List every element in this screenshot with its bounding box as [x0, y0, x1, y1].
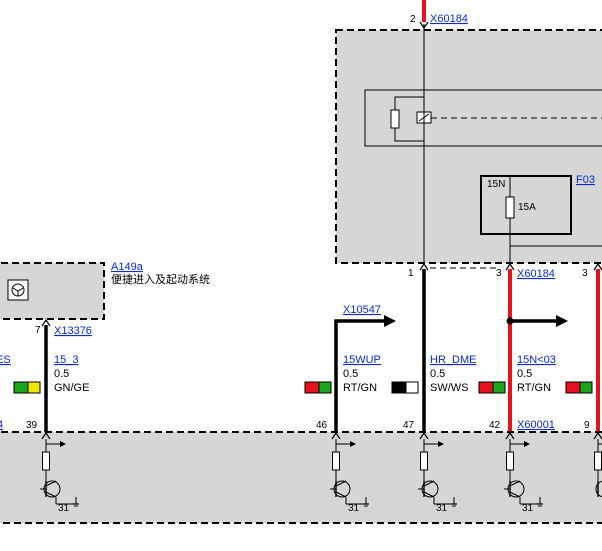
pin-fuse-out-a: 3: [496, 268, 502, 279]
module-icon: [7, 279, 29, 301]
input-circuit-47: 31: [418, 431, 457, 514]
relay-coil: [390, 109, 400, 129]
wire-15wup-color: RT/GN: [343, 382, 377, 394]
wire-15-3-signal[interactable]: 15_3: [54, 354, 78, 366]
wire-15n-03-size: 0.5: [517, 368, 532, 380]
ground-label-42: 31: [522, 503, 534, 514]
pin-bottom-9: 9: [584, 420, 590, 431]
wire-hr-dme-color: SW/WS: [430, 382, 469, 394]
connector-x10547[interactable]: X10547: [343, 304, 381, 316]
control-unit-box: [0, 431, 602, 524]
pin-module-out: 7: [35, 325, 41, 336]
fuse-rating: 15A: [518, 202, 536, 213]
edge-left-pin[interactable]: 4: [0, 419, 3, 431]
wire-15n-03-color: RT/GN: [517, 382, 551, 394]
wire-15n-03-signal[interactable]: 15N<03: [517, 354, 556, 366]
connector-mid-x60184[interactable]: X60184: [517, 268, 555, 280]
pin-top: 2: [410, 14, 416, 25]
fuse-label: 15N: [487, 179, 505, 190]
wire-15wup-signal[interactable]: 15WUP: [343, 354, 381, 366]
fuse-ref-link[interactable]: F03: [576, 174, 595, 186]
ground-label-39: 31: [58, 503, 70, 514]
ground-label-47: 31: [436, 503, 448, 514]
wire-hr-dme-size: 0.5: [430, 368, 445, 380]
module-ref-link[interactable]: A149a: [111, 261, 144, 273]
connector-x60001[interactable]: X60001: [517, 419, 555, 431]
fuse-element: [505, 196, 515, 219]
relay-outline: [364, 89, 602, 147]
connector-top-x60184[interactable]: X60184: [430, 13, 468, 25]
input-circuit-46: 31: [330, 431, 369, 514]
ground-label-46: 31: [348, 503, 360, 514]
input-circuit-39: 31: [40, 431, 79, 514]
wire-15-3-color: GN/GE: [54, 382, 89, 394]
input-circuit-42: 31: [504, 431, 543, 514]
pin-fuse-out-b: 3: [582, 268, 588, 279]
pin-relay-out: 1: [408, 268, 414, 279]
swatch-gn-ge: [13, 381, 41, 394]
swatch-rt-gn-1: [304, 381, 332, 394]
pin-bottom-46: 46: [316, 420, 328, 431]
wire-15wup: [334, 319, 392, 432]
module-description: 便捷进入及起动系统: [111, 272, 210, 286]
pin-bottom-39: 39: [26, 420, 38, 431]
connector-x13376[interactable]: X13376: [54, 325, 92, 337]
swatch-sw-ws: [391, 381, 419, 394]
pin-bottom-47: 47: [403, 420, 415, 431]
wire-15-3-size: 0.5: [54, 368, 69, 380]
pin-bottom-42: 42: [489, 420, 501, 431]
wire-15wup-size: 0.5: [343, 368, 358, 380]
wire-hr-dme-signal[interactable]: HR_DME: [430, 354, 476, 366]
fuse-box: [480, 175, 572, 235]
swatch-rt-gn-3: [565, 381, 593, 394]
edge-left-signal[interactable]: ES: [0, 354, 11, 366]
swatch-rt-gn-2: [478, 381, 506, 394]
